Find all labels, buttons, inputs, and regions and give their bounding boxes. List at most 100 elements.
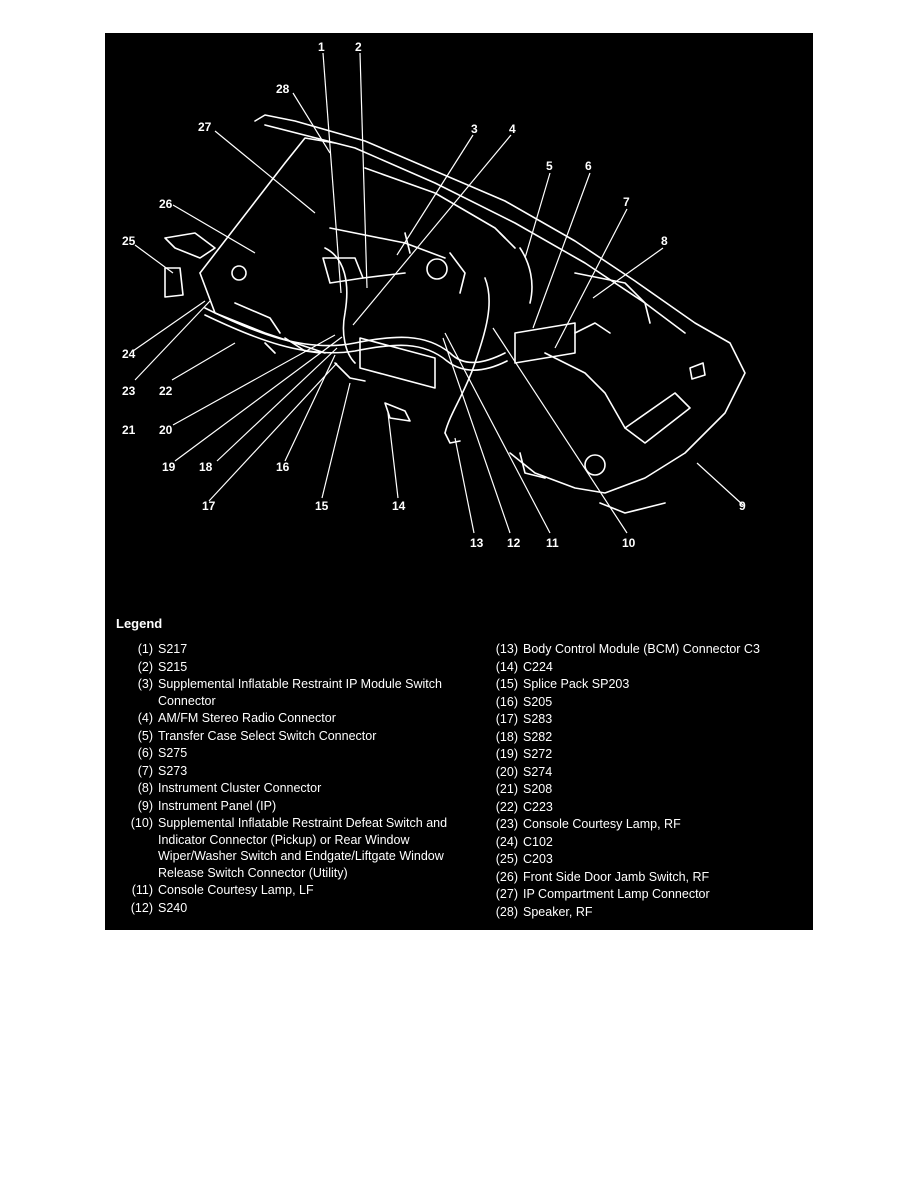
legend-text: S272: [523, 747, 553, 761]
legend-number: (17): [495, 712, 518, 726]
callout-11: 11: [546, 536, 559, 550]
legend-item: (22) C223: [478, 799, 808, 816]
callout-1: 1: [318, 40, 325, 54]
legend-text: Console Courtesy Lamp, RF: [523, 817, 681, 831]
callout-21: 21: [122, 423, 136, 437]
legend-text: Instrument Cluster Connector: [158, 781, 322, 795]
legend-text: Console Courtesy Lamp, LF: [158, 883, 314, 897]
legend-number: (8): [137, 781, 153, 795]
legend-text: S274: [523, 764, 553, 779]
legend-item: (17) S283: [478, 711, 808, 728]
callout-8: 8: [661, 234, 668, 248]
callout-15: 15: [315, 499, 329, 513]
callout-25: 25: [122, 234, 136, 248]
legend-item: (21) S208: [478, 781, 808, 798]
legend-text: C223: [523, 799, 553, 814]
figure-panel: 1 2 3 4 5 6 7 8 9 10 11 12 13 14 15 16 1…: [105, 33, 813, 930]
callout-16: 16: [276, 460, 290, 474]
legend-text: S282: [523, 729, 553, 744]
legend-item: (4)AM/FM Stereo Radio Connector: [113, 710, 453, 727]
legend-number: (19): [495, 747, 518, 761]
callout-9: 9: [739, 499, 746, 513]
legend-number: (20): [495, 764, 518, 779]
callout-23: 23: [122, 384, 136, 398]
callout-24: 24: [122, 347, 136, 361]
legend-number: (12): [130, 900, 153, 915]
legend-left-column: (1) S217 (2) S215 (3)Supplemental Inflatab…: [113, 641, 453, 917]
legend-number: (14): [495, 659, 518, 674]
legend-item: (28) Speaker, RF: [478, 904, 808, 921]
callout-17: 17: [202, 499, 216, 513]
legend-right-column: (13)Body Control Module (BCM) Connector …: [478, 641, 808, 921]
legend-text: C224: [523, 659, 553, 674]
legend-number: (11): [131, 883, 153, 897]
legend-number: (26): [495, 869, 518, 884]
legend-number: (18): [495, 729, 518, 744]
legend-number: (15): [495, 677, 518, 691]
callout-13: 13: [470, 536, 484, 550]
legend-text: S208: [523, 782, 553, 796]
legend-number: (5): [137, 728, 153, 743]
legend-number: (22): [495, 799, 518, 814]
legend-number: (21): [495, 782, 518, 796]
legend-text: S273: [158, 763, 188, 778]
callout-2: 2: [355, 40, 362, 54]
callout-26: 26: [159, 197, 173, 211]
legend-number: (2): [137, 659, 153, 674]
legend-text: Supplemental Inflatable Restraint Defeat…: [158, 816, 448, 880]
callout-22: 22: [159, 384, 173, 398]
legend-number: (6): [137, 746, 153, 760]
callout-20: 20: [159, 423, 173, 437]
callout-18: 18: [199, 460, 213, 474]
legend-item: (9)Instrument Panel (IP): [113, 798, 453, 815]
legend-number: (9): [137, 798, 153, 813]
legend-text: Speaker, RF: [523, 904, 593, 919]
legend-item: (8) Instrument Cluster Connector: [113, 780, 453, 797]
legend-item: (10) Supplemental Inflatable Restraint De…: [113, 815, 453, 881]
legend-number: (4): [137, 711, 153, 725]
legend-text: C203: [523, 852, 553, 866]
legend-item: (25) C203: [478, 851, 808, 868]
legend-item: (12)S240: [113, 900, 453, 917]
legend-number: (1): [137, 642, 153, 656]
legend-item: (1) S217: [113, 641, 453, 658]
legend-number: (16): [495, 694, 518, 709]
legend-item: (3)Supplemental Inflatable Restraint IP …: [113, 676, 453, 709]
callout-27: 27: [198, 120, 212, 134]
callout-5: 5: [546, 159, 553, 173]
legend-number: (24): [495, 834, 518, 849]
callout-28: 28: [276, 82, 290, 96]
legend-number: (27): [495, 887, 518, 901]
legend-item: (16) S205: [478, 694, 808, 711]
legend-number: (25): [495, 852, 518, 866]
legend-item: (2) S215: [113, 659, 453, 676]
legend-number: (28): [495, 904, 518, 919]
legend-text: Transfer Case Select Switch Connector: [158, 728, 377, 743]
legend-number: (23): [495, 817, 518, 831]
legend-number: (10): [130, 816, 153, 830]
legend-text: C102: [523, 834, 553, 849]
legend-text: S215: [158, 659, 188, 674]
legend-item: (11) Console Courtesy Lamp, LF: [113, 882, 453, 899]
legend-item: (6)S275: [113, 745, 453, 762]
legend-text: Body Control Module (BCM) Connector C3: [523, 642, 760, 656]
legend-title: Legend: [116, 616, 163, 631]
legend-text: S283: [523, 712, 553, 726]
legend-item: (18) S282: [478, 729, 808, 746]
legend-text: S217: [158, 642, 188, 656]
callout-4: 4: [509, 122, 516, 136]
legend-item: (7) S273: [113, 763, 453, 780]
legend-text: S205: [523, 694, 553, 709]
legend-item: (27)IP Compartment Lamp Connector: [478, 886, 808, 903]
legend-item: (13)Body Control Module (BCM) Connector …: [478, 641, 808, 658]
callout-10: 10: [622, 536, 636, 550]
callout-3: 3: [471, 122, 478, 136]
legend-item: (14) C224: [478, 659, 808, 676]
legend-item: (20) S274: [478, 764, 808, 781]
callout-19: 19: [162, 460, 176, 474]
legend-number: (7): [137, 763, 153, 778]
callout-7: 7: [623, 195, 630, 209]
legend-item: (19) S272: [478, 746, 808, 763]
legend-item: (5) Transfer Case Select Switch Connector: [113, 728, 453, 745]
legend-item: (26)Front Side Door Jamb Switch, RF: [478, 869, 808, 886]
